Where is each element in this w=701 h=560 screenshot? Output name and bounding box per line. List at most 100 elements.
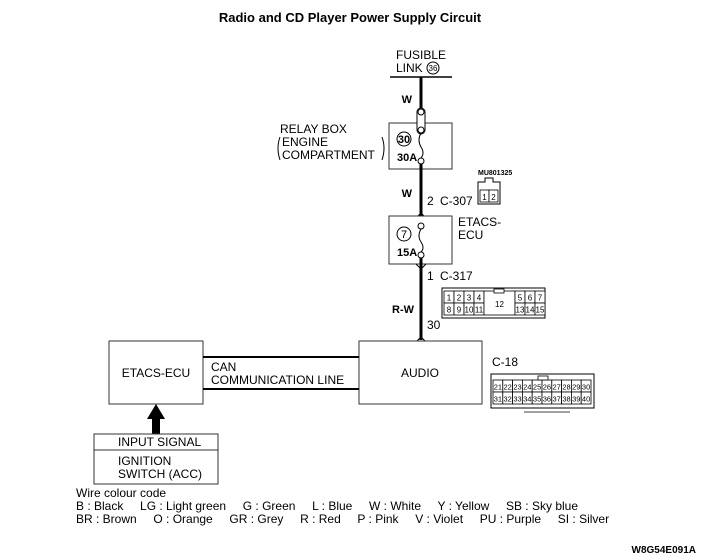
connector-mark-audio — [415, 336, 427, 343]
relay-box-label-1: RELAY BOX — [280, 122, 347, 136]
c18-pin-cell — [580, 391, 592, 405]
c18-pin-label: 24 — [523, 383, 531, 392]
relay-box-label-2: ENGINE — [282, 135, 328, 149]
c317-pin-label: 5 — [518, 294, 523, 303]
input-signal-header: INPUT SIGNAL — [118, 435, 201, 449]
input-arrow-shaft — [152, 418, 160, 434]
input-signal-line-1: IGNITION — [118, 454, 171, 468]
c317-center-pin: 12 — [495, 300, 504, 309]
etacs-fuse-box: ETACS- ECU 7 15A — [388, 215, 501, 265]
c18-pin-label: 40 — [582, 395, 590, 404]
fusible-link-number-circle — [426, 61, 440, 75]
audio-label: AUDIO — [401, 366, 439, 380]
c18-pin-label: 30 — [582, 383, 590, 392]
wire-color-seg2: W — [402, 188, 413, 200]
input-signal-box: INPUT SIGNAL IGNITION SWITCH (ACC) — [93, 433, 219, 485]
etacs-fuse-label-1: ETACS- — [458, 215, 501, 229]
c307-name: C-307 — [440, 194, 473, 208]
fusible-link-number: 36 — [429, 64, 438, 73]
fusible-link-label-2: LINK — [396, 61, 423, 75]
c18-pin-label: 27 — [553, 383, 561, 392]
c18-pin-label: 29 — [572, 383, 580, 392]
c317-latch — [493, 288, 505, 294]
paren-right — [381, 136, 385, 161]
input-signal-line-2: SWITCH (ACC) — [118, 467, 202, 481]
c317-pin-label: 15 — [536, 306, 545, 315]
relay-fuse-symbol — [418, 132, 424, 159]
c317-name: C-317 — [440, 269, 473, 283]
c317-pin-label: 14 — [526, 306, 535, 315]
terminal-circle — [417, 222, 425, 230]
c18-pin-label: 33 — [513, 395, 521, 404]
c18-latch — [537, 375, 549, 381]
c18-pin-label: 39 — [572, 395, 580, 404]
c18-pin-label: 34 — [523, 395, 531, 404]
wire-color-seg3: R-W — [392, 304, 415, 316]
c307-pin: 2 — [427, 194, 434, 208]
c18-name: C-18 — [492, 355, 518, 369]
c317-center-cell — [483, 290, 516, 316]
fusible-link: FUSIBLE LINK 36 — [390, 48, 452, 78]
mu-part-number: MU801325 — [478, 170, 512, 177]
legend-title: Wire colour code — [76, 486, 166, 500]
relay-box: RELAY BOX ENGINE COMPARTMENT 30 30A — [277, 107, 453, 170]
c18-pin-label: 35 — [533, 395, 541, 404]
c18-pin-label: 37 — [553, 395, 561, 404]
can-label-1: CAN — [211, 360, 236, 374]
relay-fuse-rating: 30A — [397, 152, 417, 164]
mu-housing — [477, 177, 501, 205]
relay-fuse-number-circle — [396, 131, 412, 147]
c317-pin-label: 7 — [538, 294, 543, 303]
c18-pin-label: 22 — [504, 383, 512, 392]
legend-row-2: BR : Brown O : Orange GR : Grey R : Red … — [76, 512, 609, 526]
c317-pin-label: 10 — [465, 306, 474, 315]
fusible-link-label-1: FUSIBLE — [396, 48, 446, 62]
diagram-title: Radio and CD Player Power Supply Circuit — [219, 10, 482, 25]
c317-pin-label: 9 — [457, 306, 462, 315]
etacs-fuse-rating: 15A — [397, 247, 417, 259]
mu-pin-2: 2 — [491, 193, 496, 202]
fuse-gap — [418, 222, 424, 256]
terminal-circle — [417, 251, 425, 259]
relay-fuse-number: 30 — [398, 134, 410, 146]
connector-mu801325: MU801325 1 2 — [477, 170, 512, 205]
c18-pin-label: 36 — [543, 395, 551, 404]
audio-box — [358, 340, 483, 405]
paren-left — [277, 136, 281, 161]
c18-pin-label: 26 — [543, 383, 551, 392]
etacs-fuse-label-2: ECU — [458, 228, 483, 242]
c317-pin-label: 6 — [528, 294, 533, 303]
mu-pin-1: 1 — [482, 193, 487, 202]
c18-pin-label: 28 — [562, 383, 570, 392]
relay-box-label-3: COMPARTMENT — [282, 148, 376, 162]
audio-pin: 30 — [427, 318, 441, 332]
wire-colour-legend: Wire colour code B : Black LG : Light gr… — [76, 486, 609, 526]
c18-pin-label: 32 — [504, 395, 512, 404]
input-signal-frame — [93, 433, 219, 485]
c317-pin-cell — [534, 302, 546, 316]
mu-pin-cell — [488, 189, 499, 203]
c18-pin-label: 38 — [562, 395, 570, 404]
etacs-fuse-number-circle — [396, 226, 412, 242]
c317-pin-label: 2 — [457, 294, 462, 303]
c317-pin-label: 3 — [467, 294, 472, 303]
terminal-circle — [417, 157, 425, 165]
c18-pin-label: 31 — [494, 395, 502, 404]
etacs-ecu-label: ETACS-ECU — [122, 366, 190, 380]
c317-pin-label: 13 — [516, 306, 525, 315]
c317-pin-label: 1 — [447, 294, 452, 303]
legend-row-1: B : Black LG : Light green G : Green L :… — [76, 499, 578, 513]
c317-pin-label: 8 — [447, 306, 452, 315]
figure-code: W8G54E091A — [632, 545, 696, 556]
terminal-circle — [417, 108, 425, 116]
wire-color-seg1: W — [402, 94, 413, 106]
can-label-2: COMMUNICATION LINE — [211, 373, 344, 387]
c18-pin-label: 25 — [533, 383, 541, 392]
etacs-fuse-symbol — [418, 228, 424, 253]
c317-pin: 1 — [427, 269, 434, 283]
etacs-fuse-number: 7 — [401, 229, 407, 241]
c317-pin-label: 11 — [475, 306, 484, 315]
